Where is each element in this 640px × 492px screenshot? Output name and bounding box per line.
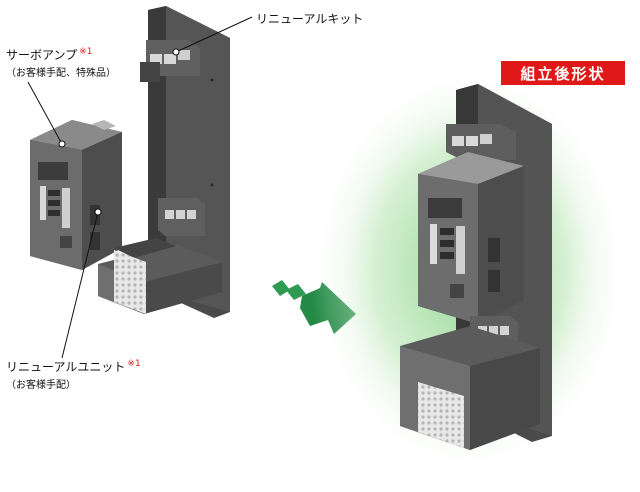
top-connector-left	[140, 40, 200, 82]
mid-connector-left	[158, 198, 205, 236]
renewal-unit-label: リニューアルユニット※1	[6, 358, 141, 375]
assembled-renewal-unit	[400, 326, 540, 450]
assembled-shape-text: 組立後形状	[520, 63, 605, 84]
renewal-unit-subtext: （お客様手配）	[6, 380, 76, 391]
renewal-unit-note: ※1	[127, 359, 140, 369]
servo-amp-sublabel: （お客様手配、特殊品）	[6, 64, 116, 79]
assembled-shape-badge: 組立後形状	[501, 61, 625, 85]
servo-amp-text: サーボアンプ	[6, 48, 77, 62]
servo-amp-note: ※1	[79, 47, 92, 57]
leader-dot-kit	[173, 49, 179, 55]
servo-amp-subtext: （お客様手配、特殊品）	[6, 68, 116, 79]
renewal-unit-sublabel: （お客様手配）	[6, 376, 76, 391]
renewal-unit-text: リニューアルユニット	[6, 360, 125, 374]
renewal-kit-text: リニューアルキット	[256, 12, 363, 26]
leader-dot-amp	[59, 141, 65, 147]
renewal-kit-label: リニューアルキット	[256, 10, 363, 27]
servo-amp-label: サーボアンプ※1	[6, 46, 92, 63]
assembled-top-connector	[446, 124, 516, 160]
assembled-servo-amp	[418, 152, 524, 324]
servo-amp-left	[30, 120, 122, 270]
leader-dot-unit	[95, 209, 101, 215]
